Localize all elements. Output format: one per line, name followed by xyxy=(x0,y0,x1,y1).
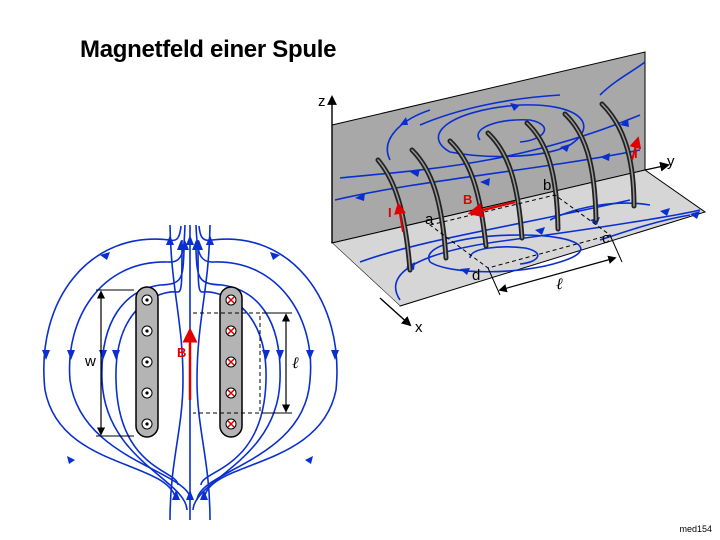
x-axis xyxy=(379,297,412,327)
x-axis-label: x xyxy=(415,319,423,336)
length-label-left: ℓ xyxy=(292,355,299,372)
y-axis-label: y xyxy=(667,153,675,170)
current-label-right: I xyxy=(634,146,638,161)
field-lines-back xyxy=(334,61,646,201)
b-label-left: B xyxy=(177,345,186,360)
b-label-3d: B xyxy=(463,192,472,207)
field-arrows-back xyxy=(355,103,629,201)
width-label: w xyxy=(84,353,96,370)
point-d-label: d xyxy=(472,267,480,284)
length-dimension-left xyxy=(262,312,292,414)
point-c-label: c xyxy=(602,230,610,247)
coil-bar-left xyxy=(135,286,159,438)
point-a-label: a xyxy=(425,211,434,228)
slide-id: med154 xyxy=(679,524,712,534)
length-dimension-3d xyxy=(487,234,623,296)
point-b-label: b xyxy=(543,177,551,194)
width-dimension xyxy=(96,289,134,437)
b-vector-3d xyxy=(467,200,516,218)
field-arrows-left xyxy=(42,235,339,500)
coil-3d-diagram: B I I z y x a b c d ℓ xyxy=(318,51,707,336)
cross-section-diagram: B w ℓ xyxy=(42,224,339,521)
length-label-3d: ℓ xyxy=(556,276,563,293)
coil-windings xyxy=(375,101,637,273)
current-arrow-right xyxy=(629,136,642,161)
coil-bar-right xyxy=(219,286,243,438)
current-arrow-left xyxy=(394,202,406,233)
z-axis-label: z xyxy=(318,93,326,110)
page-title: Magnetfeld einer Spule xyxy=(80,36,337,63)
y-axis xyxy=(644,161,670,172)
current-label-left: I xyxy=(388,205,392,220)
